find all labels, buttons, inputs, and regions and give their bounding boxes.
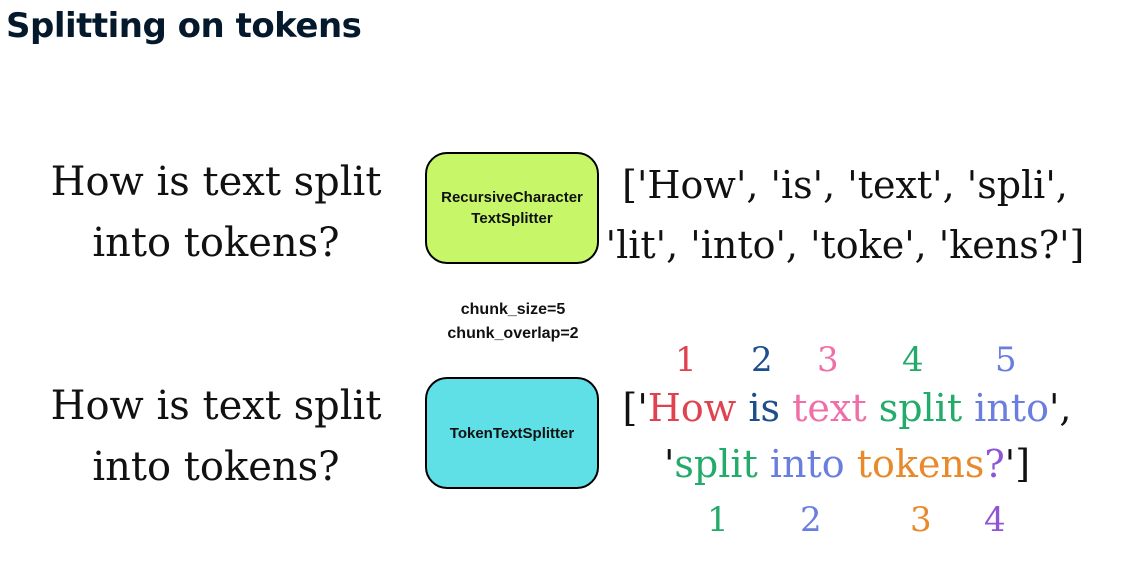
- token-output-line2: 'split into tokens?']: [612, 436, 1082, 492]
- token-output: ['How is text split into', 'split into t…: [612, 380, 1082, 492]
- open-quote: ': [637, 386, 648, 430]
- token-number-2: 2: [800, 500, 822, 540]
- chunk2-end: ']: [1004, 442, 1031, 486]
- question-line2: into tokens?: [92, 220, 340, 266]
- token-3: text: [780, 386, 867, 430]
- question-text-top: How is text split into tokens?: [36, 152, 396, 274]
- token-4: split: [866, 386, 963, 430]
- token-2: into: [757, 442, 845, 486]
- token-number-4: 4: [984, 500, 1006, 540]
- page-title: Splitting on tokens: [6, 6, 362, 46]
- recursive-splitter-label-line2: TextSplitter: [471, 210, 553, 227]
- chunk-size-label: chunk_size=5: [460, 301, 566, 318]
- question-text-bottom: How is text split into tokens?: [36, 376, 396, 498]
- chunk1-end: ',: [1048, 386, 1072, 430]
- token-3: tokens: [844, 442, 985, 486]
- token-number-4: 4: [902, 340, 924, 380]
- chunk-overlap-label: chunk_overlap=2: [447, 325, 579, 342]
- recursive-output: ['How', 'is', 'text', 'spli', 'lit', 'in…: [600, 155, 1090, 275]
- token-5: into: [962, 386, 1049, 430]
- recursive-splitter-box: RecursiveCharacter TextSplitter: [425, 152, 599, 264]
- question-line2: into tokens?: [92, 444, 340, 490]
- token-1: split: [674, 442, 758, 486]
- token-splitter-label: TokenTextSplitter: [449, 424, 575, 442]
- token-2: is: [736, 386, 781, 430]
- question-line1: How is text split: [50, 383, 382, 429]
- token-number-1: 1: [675, 340, 697, 380]
- token-number-3: 3: [910, 500, 932, 540]
- recursive-splitter-label-line1: RecursiveCharacter: [441, 189, 583, 206]
- open-quote: ': [663, 442, 675, 486]
- token-4: ?: [984, 442, 1005, 486]
- token-output-line1: ['How is text split into',: [612, 380, 1082, 436]
- token-1: How: [647, 386, 737, 430]
- token-number-3: 3: [817, 340, 839, 380]
- recursive-output-line1: ['How', 'is', 'text', 'spli',: [622, 163, 1068, 207]
- recursive-output-line2: 'lit', 'into', 'toke', 'kens?']: [605, 223, 1085, 267]
- token-number-2: 2: [751, 340, 773, 380]
- splitter-params: chunk_size=5 chunk_overlap=2: [411, 298, 615, 346]
- token-number-5: 5: [995, 340, 1017, 380]
- token-number-1: 1: [707, 500, 729, 540]
- token-splitter-box: TokenTextSplitter: [425, 377, 599, 489]
- open-bracket: [: [622, 386, 638, 430]
- question-line1: How is text split: [50, 159, 382, 205]
